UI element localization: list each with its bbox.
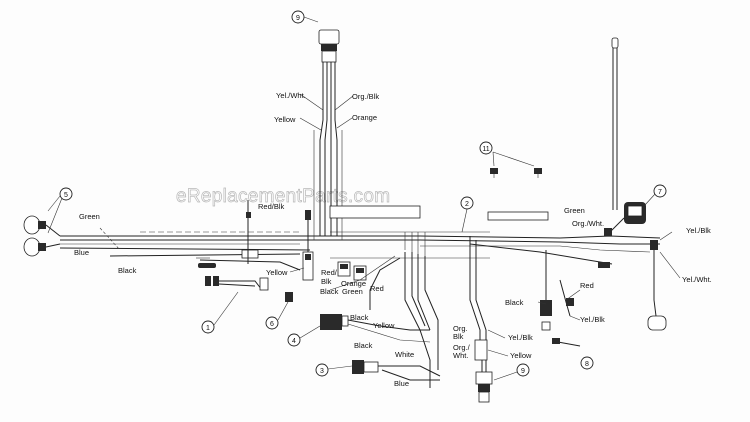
top-branch — [299, 29, 354, 240]
label-yel-wht-top: Yel./Wht. — [276, 91, 306, 100]
callout-2-label: 2 — [465, 201, 469, 208]
label-black-low: Black — [354, 341, 373, 350]
label-black-mid2: Black — [350, 313, 369, 322]
label-yellow-low: Yellow — [510, 351, 532, 360]
label-org-low: Org. — [453, 324, 468, 333]
callout-11 — [479, 141, 493, 155]
callout-9-bottom-label: 9 — [521, 368, 525, 375]
label-org-low2: Org./ — [453, 343, 471, 352]
leader-lines — [289, 231, 681, 357]
label-yel-blk-right: Yel./Blk — [686, 226, 711, 235]
callout-5 — [59, 187, 73, 201]
callout-8 — [580, 356, 594, 370]
callout-1-label: 1 — [206, 325, 210, 332]
label-blk-low: Blk — [453, 332, 464, 341]
callout-7 — [653, 184, 667, 198]
label-wht-low2: Wht. — [453, 351, 468, 360]
callout-9-bottom — [516, 363, 530, 377]
main-harness — [59, 227, 661, 265]
label-black-mid: Black — [320, 287, 339, 296]
label-org-blk-top: Org./Blk — [352, 92, 379, 101]
label-black-left: Black — [118, 266, 137, 275]
label-orange-top: Orange — [352, 113, 377, 122]
label-yel-wht-right: Yel./Wht. — [682, 275, 712, 284]
callout-4 — [287, 333, 301, 347]
label-blue-left: Blue — [74, 248, 89, 257]
headlamps-left — [23, 195, 63, 257]
mid-left-components — [196, 200, 367, 302]
callout-5-label: 5 — [64, 192, 68, 199]
label-red-mid-a: Red/ — [321, 268, 338, 277]
callout-4-label: 4 — [292, 338, 296, 345]
callout-9-top-label: 9 — [296, 15, 300, 22]
label-red-mid: Red — [370, 284, 384, 293]
callout-1 — [201, 320, 215, 334]
callout-7-label: 7 — [658, 189, 662, 196]
fasteners-11 — [329, 151, 549, 221]
label-orange-mid: Orange — [341, 279, 366, 288]
label-red-blk: Red/Blk — [258, 202, 285, 211]
callout-6 — [265, 316, 279, 330]
label-green-left: Green — [79, 212, 100, 221]
label-blue-low: Blue — [394, 379, 409, 388]
callout-6-label: 6 — [270, 321, 274, 328]
center-harness — [329, 236, 488, 388]
label-black-right: Black — [505, 298, 524, 307]
connector-9-bottom — [475, 360, 493, 403]
label-blk-mid: Blk — [321, 277, 332, 286]
label-yellow-mid: Yellow — [266, 268, 288, 277]
label-green-right: Green — [564, 206, 585, 215]
label-green-mid: Green — [342, 287, 363, 296]
callout-11-label: 11 — [482, 146, 489, 153]
callout-3 — [315, 363, 329, 377]
label-org-wht-right: Org./Wht. — [572, 219, 604, 228]
label-white-low: White — [395, 350, 414, 359]
right-side — [540, 37, 667, 347]
label-red-right: Red — [580, 281, 594, 290]
label-yel-blk-right2: Yel./Blk — [580, 315, 605, 324]
wire-labels: Yel./Wht. Org./Blk Yellow Orange Green R… — [74, 91, 712, 388]
callout-8-label: 8 — [585, 361, 589, 368]
callout-3-label: 3 — [320, 368, 324, 375]
label-yel-blk-low: Yel./Blk — [508, 333, 533, 342]
label-yellow-top: Yellow — [274, 115, 296, 124]
switch-3 — [352, 360, 384, 374]
label-yellow-mid2: Yellow — [373, 321, 395, 330]
